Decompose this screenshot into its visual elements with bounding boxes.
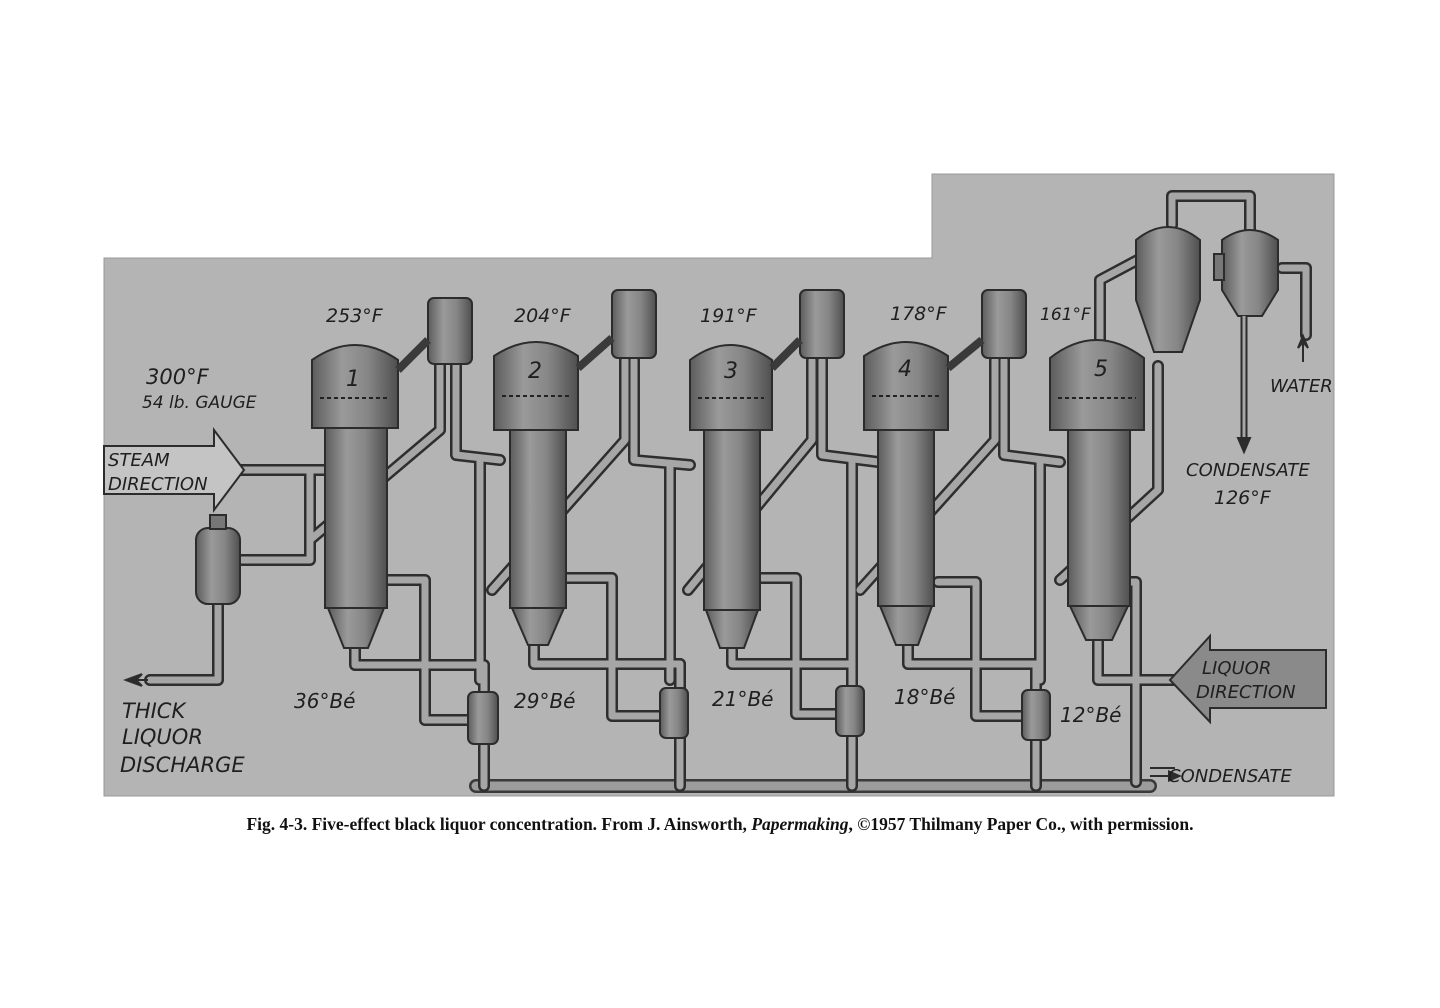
flash-tank	[195, 514, 241, 605]
effect-4-number: 4	[898, 357, 912, 382]
thick-liquor-label-3: DISCHARGE	[120, 753, 245, 777]
effect-4-temperature: 178°F	[890, 303, 948, 325]
liquor-transfer-pumps	[467, 685, 1051, 745]
effect-3-number: 3	[724, 359, 738, 384]
effect-1-number: 1	[346, 367, 360, 392]
liquor-direction-arrow	[1168, 633, 1327, 725]
effect-1-density: 36°Bé	[294, 689, 355, 713]
effect-5-density: 12°Bé	[1060, 703, 1121, 727]
condensate-top-label: CONDENSATE	[1186, 460, 1310, 481]
effect-4-density: 18°Bé	[894, 685, 955, 709]
water-arrow	[1297, 333, 1309, 362]
condenser	[1135, 226, 1201, 353]
effect-1-temperature: 253°F	[326, 305, 384, 327]
water-label: WATER	[1270, 376, 1333, 397]
discharge-arrow	[123, 673, 148, 687]
effect-2-number: 2	[528, 359, 542, 384]
evaporator-effect-2	[493, 289, 657, 646]
effect-5-number: 5	[1094, 357, 1108, 382]
effect-5-temperature: 161°F	[1040, 305, 1091, 325]
steam-temperature: 300°F	[146, 365, 210, 389]
condensate-bottom-label: CONDENSATE	[1168, 766, 1292, 787]
liquor-direction-label-1: LIQUOR	[1202, 658, 1271, 679]
effect-3-temperature: 191°F	[700, 305, 758, 327]
thick-liquor-label-1: THICK	[122, 699, 187, 723]
liquor-direction-label-2: DIRECTION	[1196, 682, 1296, 703]
thick-liquor-label-2: LIQUOR	[122, 725, 203, 749]
steam-direction-arrow	[103, 427, 246, 513]
condensate-temperature: 126°F	[1214, 487, 1272, 509]
evaporator-effect-4	[863, 289, 1027, 646]
caption-book-title: Papermaking	[751, 814, 849, 834]
caption-suffix: , ©1957 Thilmany Paper Co., with permiss…	[848, 814, 1194, 834]
steam-direction-label-1: STEAM	[108, 450, 170, 471]
evaporator-effect-3	[689, 289, 845, 649]
figure-caption: Fig. 4-3. Five-effect black liquor conce…	[0, 814, 1440, 835]
evaporator-effect-5	[1049, 339, 1145, 641]
evaporator-effect-1	[311, 297, 473, 649]
steam-direction-label-2: DIRECTION	[108, 474, 208, 495]
caption-prefix: Fig. 4-3. Five-effect black liquor conce…	[246, 814, 752, 834]
condensate-arrow	[1150, 770, 1182, 782]
effect-2-density: 29°Bé	[514, 689, 575, 713]
steam-pressure: 54 lb. GAUGE	[142, 393, 257, 413]
barometric-separator	[1213, 229, 1279, 455]
effect-3-density: 21°Bé	[712, 687, 773, 711]
effect-2-temperature: 204°F	[514, 305, 572, 327]
